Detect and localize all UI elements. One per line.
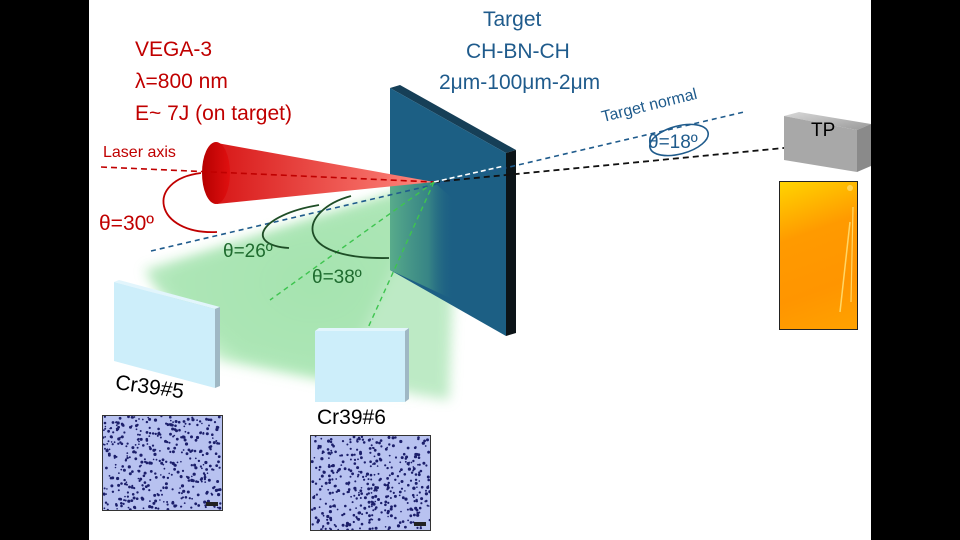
- tp-box: [784, 112, 871, 172]
- laser-axis-line: [100, 166, 435, 183]
- cr39-5-angle-arc: [262, 204, 320, 249]
- target-thickness: 2μm-100μm-2μm: [439, 71, 601, 94]
- laser-axis-label: Laser axis: [103, 144, 176, 161]
- target-title: Target: [483, 8, 542, 31]
- cr39-6-angle-label: θ=38º: [312, 267, 362, 288]
- cr39-6-label: Cr39#6: [317, 406, 386, 429]
- laser-name: VEGA-3: [135, 38, 213, 61]
- cr39-5-track-image: [102, 415, 223, 511]
- laser-energy: E~ 7J (on target): [135, 102, 292, 125]
- tp-label: TP: [811, 120, 836, 141]
- cr39-6-track-image: [310, 435, 431, 531]
- cr39-5-angle-label: θ=26º: [223, 241, 273, 262]
- cr39-5-line: [269, 181, 435, 301]
- tp-line: [433, 146, 795, 183]
- cr39-6-detector: [315, 328, 409, 402]
- cr39-6-angle-arc: [311, 195, 390, 259]
- laser-wavelength: λ=800 nm: [135, 70, 228, 93]
- tp-angle-arc: [648, 123, 710, 157]
- cr39-5-detector: [114, 280, 220, 388]
- target-normal-line: [150, 111, 745, 252]
- laser-angle-label: θ=30º: [99, 212, 154, 235]
- laser-cone: [202, 142, 434, 204]
- tp-angle-label: θ=18º: [648, 132, 698, 153]
- tp-image: [779, 181, 858, 330]
- diagram-graphics: [100, 85, 871, 405]
- target-slab: [390, 85, 516, 336]
- laser-angle-arc: [162, 172, 218, 233]
- diagram-canvas: VEGA-3 λ=800 nm E~ 7J (on target) Laser …: [89, 0, 871, 540]
- cr39-6-line: [366, 181, 435, 331]
- target-composition: CH-BN-CH: [466, 40, 570, 63]
